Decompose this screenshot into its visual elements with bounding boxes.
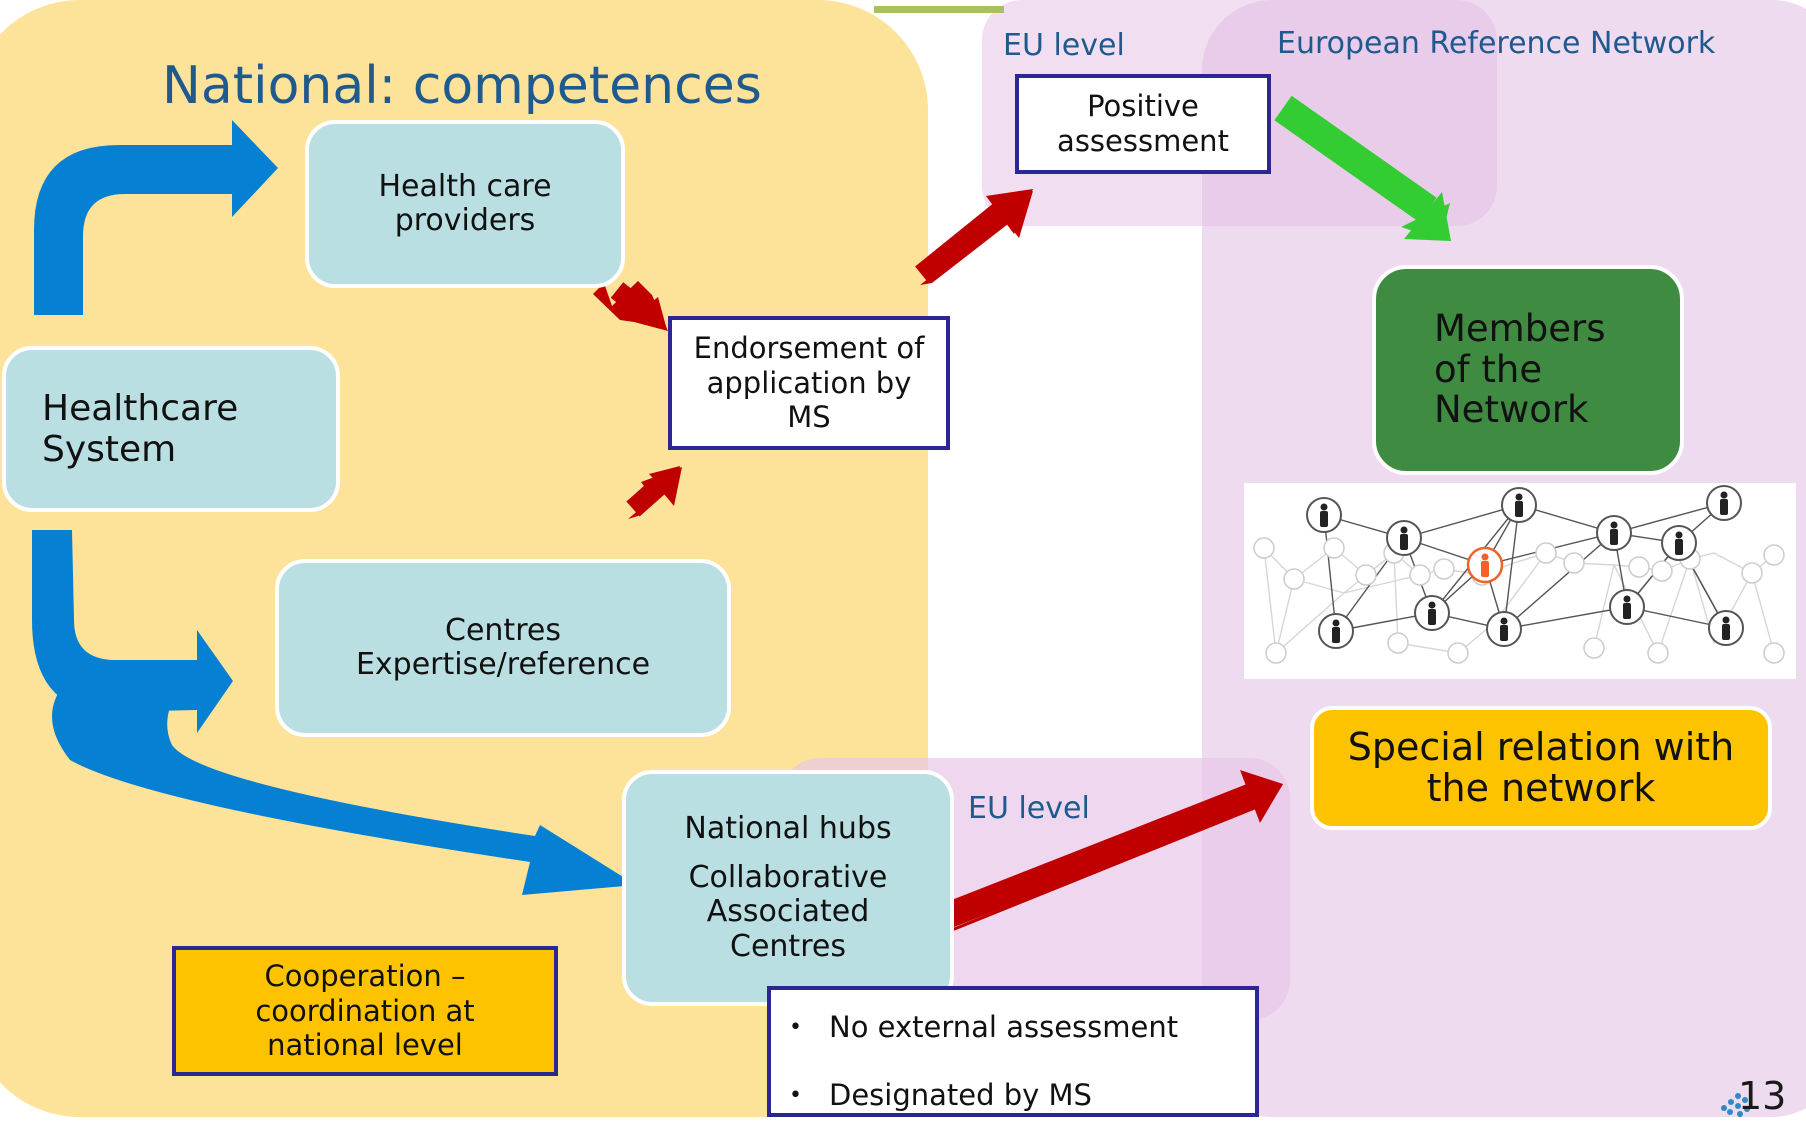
national-hubs-sub-line2: Associated bbox=[706, 894, 870, 929]
list-item-text: Designated by MS bbox=[829, 1078, 1092, 1112]
national-title: National: competences bbox=[162, 56, 762, 116]
blue-arrow-providers bbox=[34, 120, 278, 315]
green-arrow-head-main bbox=[1404, 192, 1451, 241]
members-line3: Network bbox=[1434, 388, 1589, 432]
red-arrow-providers-endorsement-head bbox=[630, 297, 667, 330]
centres-line1: Centres bbox=[445, 612, 561, 648]
red-arrow-centres-endorsement-head bbox=[649, 466, 680, 500]
endorsement-line2: application by bbox=[706, 365, 912, 400]
ern-logo-icon bbox=[1721, 1093, 1750, 1117]
list-item-text: No external assessment bbox=[829, 1010, 1179, 1044]
cooperation-line1: Cooperation – bbox=[264, 958, 466, 993]
green-arrow-shaft bbox=[1274, 95, 1437, 223]
red-arrow-providers-endorsement-shaft bbox=[610, 282, 649, 318]
positive-assessment-line1: Positive bbox=[1087, 89, 1199, 124]
cooperation-line3: national level bbox=[267, 1028, 463, 1063]
national-hubs-box: National hubs Collaborative Associated C… bbox=[622, 770, 954, 1006]
endorsement-line1: Endorsement of bbox=[693, 330, 925, 365]
special-relation-line2: the network bbox=[1426, 766, 1656, 810]
red-arrow-endorsement-assessment-shaft bbox=[915, 203, 1007, 284]
list-item: • No external assessment bbox=[789, 1000, 1237, 1054]
red-arrow-hubs-special-head bbox=[1240, 770, 1283, 823]
blue-arrow-hubs bbox=[52, 690, 636, 895]
national-hubs-sub-line1: Collaborative bbox=[688, 859, 888, 895]
list-item: • Designated by MS bbox=[789, 1068, 1237, 1122]
eu-level-label-top: EU level bbox=[1003, 28, 1125, 63]
bullet-icon: • bbox=[789, 1014, 802, 1040]
centres-line2: Expertise/reference bbox=[355, 647, 651, 682]
special-relation-line1: Special relation with bbox=[1347, 724, 1735, 769]
network-illustration bbox=[1244, 483, 1796, 679]
red-arrow-endorsement-assessment-head bbox=[986, 189, 1033, 234]
members-line2: of the bbox=[1434, 347, 1543, 391]
cooperation-line2: coordination at bbox=[255, 993, 475, 1028]
red-arrow-hubs-special-shaft bbox=[939, 783, 1257, 930]
red-arrow-hubs-special bbox=[948, 784, 1283, 932]
page-number: 13 bbox=[1738, 1074, 1787, 1118]
network-people-main bbox=[1306, 485, 1744, 649]
national-hubs-title: National hubs bbox=[684, 811, 892, 846]
endorsement-line3: MS bbox=[787, 400, 831, 435]
positive-assessment-line2: assessment bbox=[1057, 124, 1229, 158]
red-arrow-centres-endorsement-shaft bbox=[626, 477, 667, 517]
ern-title: European Reference Network bbox=[1277, 26, 1716, 61]
bullet-icon: • bbox=[789, 1082, 802, 1108]
eu-level-label-bottom: EU level bbox=[968, 791, 1090, 826]
national-hubs-sub-line3: Centres bbox=[730, 928, 846, 964]
health-care-providers-line2: providers bbox=[394, 203, 536, 238]
members-line1: Members bbox=[1434, 306, 1606, 350]
healthcare-system-line1: Healthcare bbox=[42, 387, 239, 429]
healthcare-system-line2: System bbox=[42, 429, 177, 470]
external-assessment-list: • No external assessment • Designated by M… bbox=[767, 986, 1259, 1117]
accent-line bbox=[874, 6, 1004, 13]
blue-arrow-centres bbox=[32, 530, 233, 733]
health-care-providers-line1: Health care bbox=[378, 168, 552, 204]
